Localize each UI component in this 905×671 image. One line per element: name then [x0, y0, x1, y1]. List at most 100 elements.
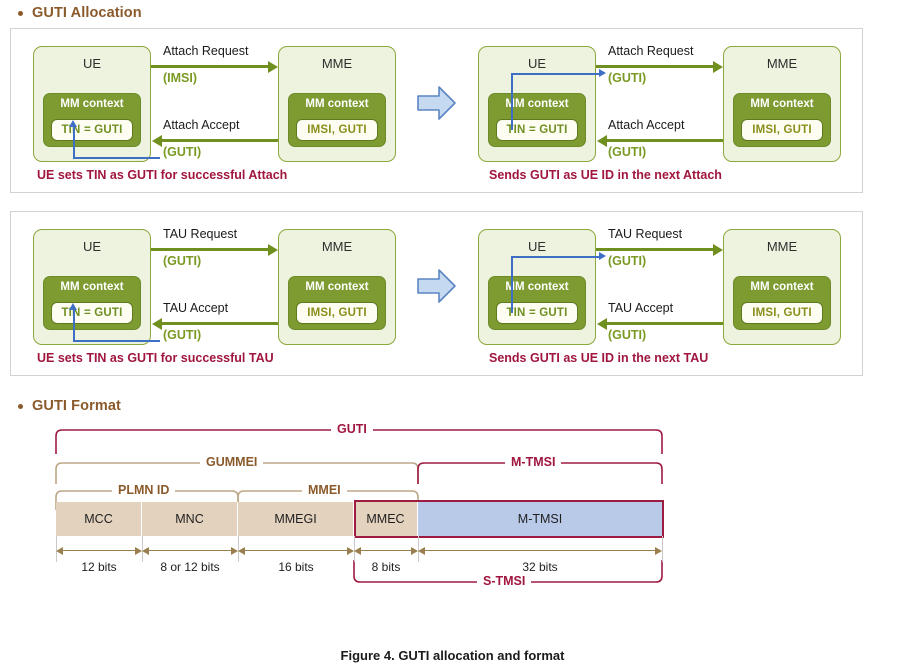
- tau-right-feedback-vertical: [511, 256, 513, 313]
- bits-mnc: 8 or 12 bits: [160, 560, 220, 574]
- mm-context-label: MM context: [60, 281, 124, 293]
- tau-right-request-label: TAU Request: [608, 227, 683, 241]
- mm-context-label: MM context: [305, 281, 369, 293]
- ue-title: UE: [527, 56, 547, 71]
- tau-right-feedback-horizontal: [511, 256, 599, 258]
- tin-value-pill: TIN = GUTI: [51, 119, 133, 141]
- mme-mm-context: MM context IMSI, GUTI: [288, 276, 386, 330]
- ue-title: UE: [82, 239, 102, 254]
- mme-ids-pill: IMSI, GUTI: [296, 302, 378, 324]
- guti-bit-field-bar: MCC MNC MMEGI MMEC M-TMSI: [56, 502, 662, 536]
- transition-block-arrow-icon: [417, 86, 456, 120]
- attach-right-request-label: Attach Request: [608, 44, 694, 58]
- heading-guti-allocation: GUTI Allocation: [18, 5, 142, 21]
- attach-right-caption: Sends GUTI as UE ID in the next Attach: [489, 168, 722, 182]
- bracket-label-gummei: GUMMEI: [200, 455, 264, 469]
- attach-left-feedback-horizontal: [73, 157, 160, 159]
- mme-ids-pill: IMSI, GUTI: [296, 119, 378, 141]
- attach-right-request-arrow: [596, 60, 723, 73]
- tick-5: [662, 536, 663, 562]
- segment-mmec: MMEC: [354, 502, 418, 536]
- tau-left-request-arrow: [151, 243, 278, 256]
- tau-left-feedback-arrowhead: [69, 303, 77, 310]
- bracket-label-plmn-id: PLMN ID: [112, 483, 176, 497]
- tau-right-accept-param: (GUTI): [608, 328, 647, 342]
- transition-block-arrow-icon: [417, 269, 456, 303]
- mm-context-label: MM context: [305, 98, 369, 110]
- tau-left-request-param: (GUTI): [163, 254, 202, 268]
- tau-left-accept-arrow: [152, 317, 278, 330]
- bits-mtmsi: 32 bits: [522, 560, 558, 574]
- bits-mcc: 12 bits: [81, 560, 117, 574]
- heading-label: GUTI Format: [32, 398, 121, 414]
- attach-left-accept-param: (GUTI): [163, 145, 202, 159]
- attach-right-feedback-vertical: [511, 73, 513, 130]
- mm-context-label: MM context: [60, 98, 124, 110]
- dim-mmegi: [238, 547, 354, 555]
- mm-context-label: MM context: [505, 98, 569, 110]
- attach-left-mme-box: MME MM context IMSI, GUTI: [278, 46, 396, 162]
- bits-mmegi: 16 bits: [278, 560, 314, 574]
- ue-mm-context: MM context TIN = GUTI: [43, 93, 141, 147]
- tau-left-mme-box: MME MM context IMSI, GUTI: [278, 229, 396, 345]
- tau-left-feedback-vertical: [73, 309, 75, 341]
- mme-ids-pill: IMSI, GUTI: [741, 119, 823, 141]
- bracket-label-guti: GUTI: [331, 422, 373, 436]
- mme-mm-context: MM context IMSI, GUTI: [733, 93, 831, 147]
- mme-ids-pill: IMSI, GUTI: [741, 302, 823, 324]
- tau-left-accept-label: TAU Accept: [163, 301, 229, 315]
- tau-left-ue-box: UE MM context TIN = GUTI: [33, 229, 151, 345]
- tin-value-pill: TIN = GUTI: [496, 302, 578, 324]
- ue-mm-context: MM context TIN = GUTI: [43, 276, 141, 330]
- tau-right-accept-label: TAU Accept: [608, 301, 674, 315]
- tau-panel: UE MM context TIN = GUTI MME MM context …: [10, 211, 863, 376]
- tau-right-feedback-arrowhead: [599, 252, 606, 260]
- heading-label: GUTI Allocation: [32, 5, 142, 21]
- tin-value-pill: TIN = GUTI: [496, 119, 578, 141]
- tau-right-request-param: (GUTI): [608, 254, 647, 268]
- bracket-label-mtmsi: M-TMSI: [505, 455, 562, 469]
- attach-panel: UE MM context TIN = GUTI MME MM context …: [10, 28, 863, 193]
- attach-left-request-arrow: [151, 60, 278, 73]
- attach-left-request-label: Attach Request: [163, 44, 249, 58]
- stmsi-highlight-frame: [354, 500, 664, 538]
- attach-left-request-param: (IMSI): [163, 71, 198, 85]
- bullet-icon: [18, 403, 23, 409]
- tau-left-feedback-horizontal: [73, 340, 160, 342]
- attach-left-accept-arrow: [152, 134, 278, 147]
- attach-right-accept-label: Attach Accept: [608, 118, 685, 132]
- heading-guti-format: GUTI Format: [18, 398, 121, 414]
- guti-format-figure: GUTI GUMMEI M-TMSI PLMN ID MMEI S-TMSI M…: [0, 420, 905, 610]
- attach-right-request-param: (GUTI): [608, 71, 647, 85]
- segment-mnc: MNC: [142, 502, 238, 536]
- attach-right-ue-box: UE MM context TIN = GUTI: [478, 46, 596, 162]
- tau-right-request-arrow: [596, 243, 723, 256]
- dim-mmec: [354, 547, 418, 555]
- dim-mcc: [56, 547, 142, 555]
- bracket-label-stmsi: S-TMSI: [477, 574, 532, 588]
- mme-title: MME: [766, 239, 798, 254]
- mme-mm-context: MM context IMSI, GUTI: [733, 276, 831, 330]
- attach-left-caption: UE sets TIN as GUTI for successful Attac…: [37, 168, 288, 182]
- mme-title: MME: [766, 56, 798, 71]
- tau-right-mme-box: MME MM context IMSI, GUTI: [723, 229, 841, 345]
- attach-right-feedback-horizontal: [511, 73, 599, 75]
- attach-left-accept-label: Attach Accept: [163, 118, 240, 132]
- attach-left-feedback-vertical: [73, 126, 75, 158]
- segment-mtmsi: M-TMSI: [418, 502, 662, 536]
- segment-mmegi: MMEGI: [238, 502, 354, 536]
- tau-left-accept-param: (GUTI): [163, 328, 202, 342]
- mm-context-label: MM context: [750, 98, 814, 110]
- ue-mm-context: MM context TIN = GUTI: [488, 276, 586, 330]
- figure-caption: Figure 4. GUTI allocation and format: [340, 648, 565, 663]
- dim-mtmsi: [418, 547, 662, 555]
- mme-title: MME: [321, 239, 353, 254]
- attach-right-feedback-arrowhead: [599, 69, 606, 77]
- ue-title: UE: [82, 56, 102, 71]
- ue-mm-context: MM context TIN = GUTI: [488, 93, 586, 147]
- segment-mcc: MCC: [56, 502, 142, 536]
- attach-right-mme-box: MME MM context IMSI, GUTI: [723, 46, 841, 162]
- bullet-icon: [18, 10, 23, 16]
- tau-right-ue-box: UE MM context TIN = GUTI: [478, 229, 596, 345]
- mm-context-label: MM context: [505, 281, 569, 293]
